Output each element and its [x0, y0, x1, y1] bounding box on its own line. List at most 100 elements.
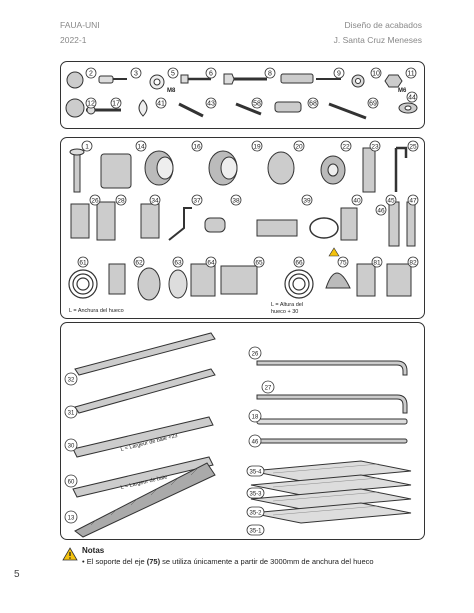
part-label-35-2: 35-2	[246, 506, 265, 518]
notes-section: Notas • El soporte del eje (75) se utili…	[82, 546, 374, 566]
svg-text:26: 26	[91, 198, 99, 205]
part-label-25: 25	[407, 140, 419, 152]
svg-text:13: 13	[68, 516, 75, 522]
m6-label: M6	[398, 88, 407, 94]
svg-text:31: 31	[68, 411, 75, 417]
part-label-38: 38	[230, 194, 242, 206]
warning-icon	[328, 247, 340, 257]
document-title: Diseño de acabados	[344, 20, 422, 30]
svg-text:32: 32	[68, 378, 75, 384]
part-label-39: 39	[301, 194, 313, 206]
part-label-46: 46	[248, 434, 262, 448]
document-author: J. Santa Cruz Meneses	[333, 35, 422, 45]
part-label-19: 19	[251, 140, 263, 152]
page-number: 5	[14, 569, 20, 580]
part-label-61: 61	[77, 256, 89, 268]
svg-text:23: 23	[371, 144, 379, 151]
svg-text:6: 6	[209, 71, 213, 78]
components-panel: 1 14 16 19 20 22 23 25 26 28 34 37 38 39…	[60, 137, 425, 319]
part-label-9: 9	[333, 67, 345, 79]
part-label-32: 32	[64, 372, 78, 386]
part-label-60: 60	[64, 474, 78, 488]
part-label-44: 44	[406, 91, 418, 103]
svg-text:63: 63	[174, 260, 182, 267]
svg-text:26: 26	[252, 352, 259, 358]
rails-drawing: 32 31 30 60 13 26 27 18 46 35-4 35-3 35-…	[64, 332, 412, 538]
part-label-43: 43	[205, 97, 217, 109]
svg-text:3: 3	[134, 71, 138, 78]
svg-text:46: 46	[252, 440, 259, 446]
part-label-65: 65	[253, 256, 265, 268]
svg-text:61: 61	[79, 260, 87, 267]
course-term: 2022-1	[60, 35, 87, 45]
svg-text:25: 25	[409, 144, 417, 151]
part-label-81: 81	[371, 256, 383, 268]
part-label-11: 11	[405, 67, 417, 79]
svg-text:30: 30	[68, 444, 75, 450]
caption-height-2: hueco + 30	[271, 309, 298, 315]
svg-text:18: 18	[252, 415, 259, 421]
svg-text:35-3: 35-3	[249, 492, 262, 498]
notes-text-before: • El soporte del eje	[82, 557, 147, 566]
part-label-34: 34	[149, 194, 161, 206]
caption-height-1: L = Altura del	[271, 302, 303, 308]
m8-label: M8	[167, 88, 176, 94]
svg-text:17: 17	[112, 101, 120, 108]
part-label-20: 20	[293, 140, 305, 152]
part-label-46: 46	[375, 204, 387, 216]
warning-icon	[62, 547, 78, 561]
part-label-17: 17	[110, 97, 122, 109]
part-label-5: 5	[167, 67, 179, 79]
svg-text:37: 37	[193, 198, 201, 205]
part-label-14: 14	[135, 140, 147, 152]
course-name: FAUA-UNI	[60, 20, 100, 30]
svg-text:62: 62	[135, 260, 143, 267]
svg-text:28: 28	[117, 198, 125, 205]
svg-text:5: 5	[171, 71, 175, 78]
svg-text:82: 82	[409, 260, 417, 267]
components-drawing: 1 14 16 19 20 22 23 25 26 28 34 37 38 39…	[68, 140, 419, 315]
notes-text: • El soporte del eje (75) se utiliza úni…	[82, 557, 374, 566]
part-label-37: 37	[191, 194, 203, 206]
rails-panel: 32 31 30 60 13 26 27 18 46 35-4 35-3 35-…	[60, 322, 425, 540]
svg-text:11: 11	[407, 71, 414, 78]
svg-text:60: 60	[68, 480, 75, 486]
svg-text:16: 16	[193, 144, 201, 151]
svg-text:75: 75	[339, 260, 347, 267]
svg-text:45: 45	[387, 198, 395, 205]
svg-text:38: 38	[232, 198, 240, 205]
svg-text:8: 8	[268, 71, 272, 78]
svg-text:34: 34	[151, 198, 159, 205]
caption-width: L = Anchura del hueco	[69, 308, 124, 314]
part-label-8: 8	[264, 67, 276, 79]
part-label-3: 3	[130, 67, 142, 79]
hardware-drawing: 2 3 5 6 8 9 10 11 12 17 41 43 58 68 69 4…	[65, 67, 418, 120]
notes-text-bold: (75)	[146, 557, 161, 566]
svg-text:65: 65	[255, 260, 263, 267]
part-label-10: 10	[370, 67, 382, 79]
part-label-6: 6	[205, 67, 217, 79]
svg-text:44: 44	[408, 95, 416, 102]
svg-text:35-1: 35-1	[249, 529, 262, 535]
svg-text:40: 40	[353, 198, 361, 205]
part-label-31: 31	[64, 405, 78, 419]
svg-text:1: 1	[85, 144, 89, 151]
part-label-23: 23	[369, 140, 381, 152]
svg-text:20: 20	[295, 144, 303, 151]
svg-text:47: 47	[409, 198, 417, 205]
part-label-58: 58	[251, 97, 263, 109]
part-label-68: 68	[307, 97, 319, 109]
notes-title: Notas	[82, 546, 105, 555]
part-label-26: 26	[89, 194, 101, 206]
part-label-35-3: 35-3	[246, 487, 265, 499]
svg-text:46: 46	[377, 208, 385, 215]
part-label-47: 47	[407, 194, 419, 206]
part-label-22: 22	[340, 140, 352, 152]
part-label-45: 45	[385, 194, 397, 206]
svg-text:43: 43	[207, 101, 215, 108]
part-label-13: 13	[64, 510, 78, 524]
part-label-40: 40	[351, 194, 363, 206]
svg-text:27: 27	[265, 386, 272, 392]
svg-text:41: 41	[157, 101, 165, 108]
part-label-35-4: 35-4	[246, 465, 265, 477]
